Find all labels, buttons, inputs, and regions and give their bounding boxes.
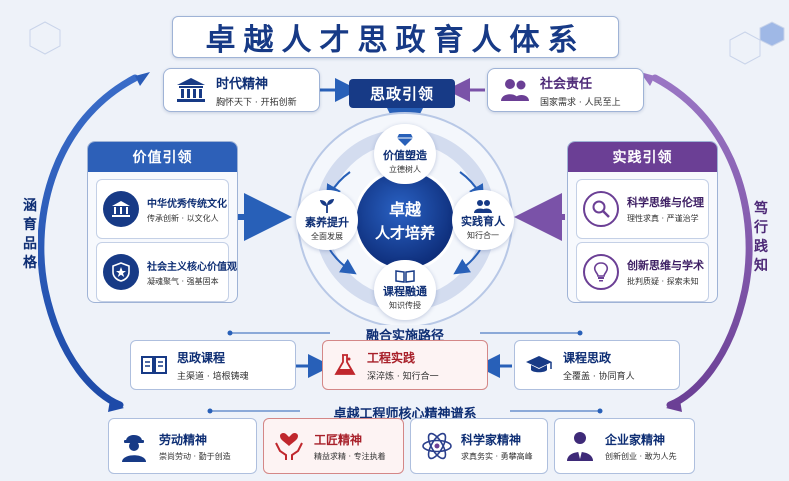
petal-literacy-improvement: 素养提升 全面发展 bbox=[296, 190, 358, 250]
value-lead-item-culture-sub: 传承创新 · 以文化人 bbox=[147, 213, 219, 223]
page-title: 卓越人才思政育人体系 bbox=[205, 23, 586, 58]
card-social-responsibility: 社会责任 国家需求 · 人民至上 bbox=[487, 68, 644, 112]
spirit-item-scientist: 科学家精神 求真务实 · 勇攀高峰 bbox=[410, 418, 548, 474]
spirit-item-craftsman-name: 工匠精神 bbox=[314, 432, 363, 447]
path-item-ideology-course: 思政课程 主渠道 · 培根铸魂 bbox=[130, 340, 296, 390]
path-item-engineering-practice-sub: 深淬炼 · 知行合一 bbox=[367, 371, 439, 382]
petal-course-integration-sub: 知识传授 bbox=[389, 301, 421, 310]
practice-lead-item-science-name: 科学思维与伦理 bbox=[627, 196, 704, 209]
spirit-item-craftsman-sub: 精益求精 · 专注执着 bbox=[314, 451, 386, 461]
ideology-lead-banner: 思政引领 bbox=[349, 79, 455, 108]
spirit-item-labor-name: 劳动精神 bbox=[159, 432, 208, 447]
card-social-responsibility-sub: 国家需求 · 人民至上 bbox=[540, 97, 621, 108]
card-era-spirit: 时代精神 胸怀天下 · 开拓创新 bbox=[163, 68, 320, 112]
book-icon bbox=[141, 356, 167, 374]
value-lead-item-culture-name: 中华优秀传统文化 bbox=[147, 198, 227, 210]
flask-icon bbox=[334, 354, 356, 375]
petal-literacy-improvement-name: 素养提升 bbox=[305, 216, 349, 229]
spirit-item-scientist-name: 科学家精神 bbox=[461, 432, 522, 447]
atom-icon bbox=[422, 432, 452, 460]
open-book-icon bbox=[395, 270, 415, 283]
side-label-left: 涵育品格 bbox=[22, 197, 38, 273]
practice-lead-panel: 实践引领 科学思维与伦理 理性求真 · 严谨治学 创新思维与学术 批判质疑 · … bbox=[567, 141, 718, 303]
petal-course-integration-name: 课程融通 bbox=[383, 285, 427, 298]
value-lead-item-culture: 中华优秀传统文化 传承创新 · 以文化人 bbox=[96, 179, 229, 239]
lightbulb-icon bbox=[583, 254, 619, 290]
ideology-lead-label: 思政引领 bbox=[369, 85, 434, 103]
spirit-item-labor: 劳动精神 崇尚劳动 · 勤于创造 bbox=[108, 418, 257, 474]
institution-icon bbox=[177, 78, 205, 102]
spirit-item-craftsman: 工匠精神 精益求精 · 专注执着 bbox=[263, 418, 404, 474]
petal-value-shaping-sub: 立德树人 bbox=[389, 165, 421, 174]
core-label: 卓越 人才培养 bbox=[355, 196, 455, 243]
value-lead-item-core-values-sub: 凝魂聚气 · 强基固本 bbox=[147, 276, 219, 286]
worker-icon bbox=[122, 435, 146, 462]
practice-lead-item-science: 科学思维与伦理 理性求真 · 严谨治学 bbox=[576, 179, 709, 239]
star-shield-icon bbox=[103, 254, 139, 290]
core-line-1: 卓越 bbox=[388, 200, 421, 219]
heart-hands-icon bbox=[275, 432, 303, 460]
practice-lead-header: 实践引领 bbox=[568, 142, 717, 172]
value-lead-header: 价值引领 bbox=[88, 142, 237, 172]
path-item-ideology-course-sub: 主渠道 · 培根铸魂 bbox=[177, 371, 249, 382]
value-lead-panel: 价值引领 中华优秀传统文化 传承创新 · 以文化人 社会主义核心价值观 凝魂聚气… bbox=[87, 141, 238, 303]
side-label-right: 笃行践知 bbox=[753, 200, 769, 276]
value-lead-item-core-values-name: 社会主义核心价值观 bbox=[147, 261, 237, 273]
spirit-item-scientist-sub: 求真务实 · 勇攀高峰 bbox=[461, 451, 533, 461]
people-icon bbox=[501, 79, 529, 101]
path-item-engineering-practice: 工程实践 深淬炼 · 知行合一 bbox=[322, 340, 488, 390]
card-social-responsibility-name: 社会责任 bbox=[540, 76, 593, 92]
path-item-course-ideology-sub: 全覆盖 · 协同育人 bbox=[563, 371, 635, 382]
spirit-item-entrepreneur-sub: 创新创业 · 敢为人先 bbox=[605, 451, 677, 461]
petal-practice-education: 实践育人 知行合一 bbox=[452, 190, 514, 250]
graduation-cap-icon bbox=[526, 356, 552, 373]
practice-lead-item-science-sub: 理性求真 · 严谨治学 bbox=[627, 214, 699, 223]
path-item-engineering-practice-name: 工程实践 bbox=[367, 350, 416, 365]
petal-literacy-improvement-sub: 全面发展 bbox=[311, 232, 343, 241]
petal-course-integration: 课程融通 知识传授 bbox=[374, 260, 436, 320]
petal-value-shaping-name: 价值塑造 bbox=[383, 149, 427, 162]
people-icon bbox=[474, 200, 492, 213]
spirit-item-entrepreneur: 企业家精神 创新创业 · 敢为人先 bbox=[554, 418, 695, 474]
spirit-item-entrepreneur-name: 企业家精神 bbox=[605, 432, 666, 447]
path-item-course-ideology-name: 课程思政 bbox=[563, 350, 612, 365]
diamond-icon bbox=[397, 134, 413, 146]
practice-lead-item-innovation-name: 创新思维与学术 bbox=[627, 259, 704, 272]
practice-lead-item-innovation-sub: 批判质疑 · 探索未知 bbox=[627, 277, 699, 286]
petal-practice-education-sub: 知行合一 bbox=[467, 231, 499, 240]
path-item-course-ideology: 课程思政 全覆盖 · 协同育人 bbox=[514, 340, 680, 390]
temple-icon bbox=[103, 191, 139, 227]
petal-value-shaping: 价值塑造 立德树人 bbox=[374, 124, 436, 184]
magnifier-icon bbox=[583, 191, 619, 227]
businessman-icon bbox=[567, 432, 593, 461]
title-banner: 卓越人才思政育人体系 bbox=[172, 16, 619, 58]
core-line-2: 人才培养 bbox=[374, 224, 435, 242]
sprout-icon bbox=[320, 199, 334, 213]
petal-practice-education-name: 实践育人 bbox=[461, 215, 505, 228]
card-era-spirit-sub: 胸怀天下 · 开拓创新 bbox=[216, 97, 297, 108]
spirit-item-labor-sub: 崇尚劳动 · 勤于创造 bbox=[159, 451, 231, 461]
practice-lead-item-innovation: 创新思维与学术 批判质疑 · 探索未知 bbox=[576, 242, 709, 302]
card-era-spirit-name: 时代精神 bbox=[216, 76, 269, 92]
value-lead-item-core-values: 社会主义核心价值观 凝魂聚气 · 强基固本 bbox=[96, 242, 237, 302]
path-item-ideology-course-name: 思政课程 bbox=[177, 350, 226, 365]
